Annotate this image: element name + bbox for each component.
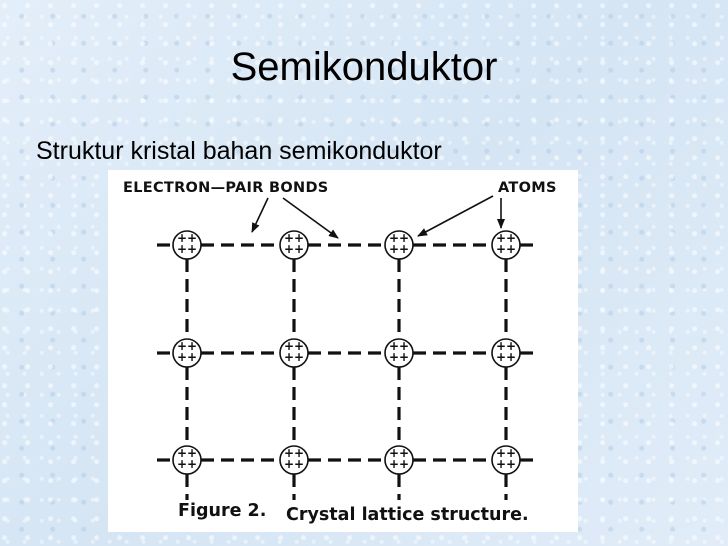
electron-pair-bonds-label: ELECTRON—PAIR BONDS	[123, 180, 329, 196]
atom-charge: +	[496, 457, 506, 471]
atom-charge: +	[284, 446, 294, 460]
bond-pointer-arrow	[282, 197, 339, 239]
atom-layer: ++++++++++++++++++++++++++++++++++++++++…	[172, 230, 521, 475]
atom-charge: +	[496, 242, 506, 256]
atom-charge: +	[177, 242, 187, 256]
atom-charge: +	[187, 339, 197, 353]
atom-charge: +	[284, 231, 294, 245]
atom: ++++	[384, 338, 414, 368]
atom: ++++	[172, 338, 202, 368]
atoms-label: ATOMS	[498, 180, 557, 196]
atom-charge: +	[177, 350, 187, 364]
atom-circle	[279, 445, 309, 475]
atom-charge: +	[187, 350, 197, 364]
atom-charge: +	[506, 339, 516, 353]
atom: ++++	[384, 445, 414, 475]
atom-charge: +	[294, 339, 304, 353]
atom-charge: +	[187, 446, 197, 460]
atom-charge: +	[506, 242, 516, 256]
bond-layer	[157, 243, 538, 500]
crystal-lattice-figure: ELECTRON—PAIR BONDS ATOMS ++++++++++++++…	[108, 170, 578, 532]
atom-charge: +	[294, 446, 304, 460]
atom-charge: +	[496, 446, 506, 460]
atom-charge: +	[177, 457, 187, 471]
atom-charge: +	[389, 350, 399, 364]
atom-charge: +	[187, 231, 197, 245]
atom: ++++	[491, 445, 521, 475]
atom-charge: +	[389, 446, 399, 460]
atom-charge: +	[389, 457, 399, 471]
atom-charge: +	[294, 457, 304, 471]
atom-circle	[384, 445, 414, 475]
atom-circle	[384, 230, 414, 260]
atom-charge: +	[177, 231, 187, 245]
atom: ++++	[491, 338, 521, 368]
atom-circle	[491, 338, 521, 368]
atom-charge: +	[399, 231, 409, 245]
atom-circle	[172, 230, 202, 260]
atom-charge: +	[496, 350, 506, 364]
atom-charge: +	[506, 457, 516, 471]
atom-charge: +	[294, 242, 304, 256]
atom-charge: +	[399, 446, 409, 460]
atom: ++++	[279, 338, 309, 368]
atom-pointer-arrow	[417, 195, 494, 237]
atom-charge: +	[389, 242, 399, 256]
crystal-lattice-diagram: ELECTRON—PAIR BONDS ATOMS ++++++++++++++…	[123, 180, 557, 525]
atom-charge: +	[496, 339, 506, 353]
atom-charge: +	[294, 231, 304, 245]
atom-charge: +	[389, 231, 399, 245]
atom-charge: +	[284, 350, 294, 364]
atom-circle	[384, 338, 414, 368]
slide-subtitle: Struktur kristal bahan semikonduktor	[36, 137, 442, 165]
atom-charge: +	[389, 339, 399, 353]
atom-charge: +	[506, 446, 516, 460]
figure-caption: Crystal lattice structure.	[286, 505, 529, 525]
atom-charge: +	[187, 457, 197, 471]
atom-charge: +	[399, 350, 409, 364]
atom-circle	[172, 445, 202, 475]
bond-pointer-arrow	[251, 197, 269, 233]
atom: ++++	[279, 230, 309, 260]
atom-circle	[279, 338, 309, 368]
atom-charge: +	[496, 231, 506, 245]
atom-charge: +	[284, 339, 294, 353]
atom-charge: +	[177, 339, 187, 353]
atom-charge: +	[284, 242, 294, 256]
atom-charge: +	[506, 350, 516, 364]
slide-title: Semikonduktor	[230, 45, 498, 89]
atom: ++++	[384, 230, 414, 260]
atom-charge: +	[177, 446, 187, 460]
atom-charge: +	[294, 350, 304, 364]
atom: ++++	[172, 445, 202, 475]
atom-charge: +	[506, 231, 516, 245]
atom-charge: +	[399, 339, 409, 353]
atom-charge: +	[399, 242, 409, 256]
atom-charge: +	[284, 457, 294, 471]
atom: ++++	[279, 445, 309, 475]
atom: ++++	[491, 230, 521, 260]
atom-circle	[491, 230, 521, 260]
atom-circle	[491, 445, 521, 475]
figure-number: Figure 2.	[178, 501, 266, 521]
atom-charge: +	[399, 457, 409, 471]
atom-circle	[279, 230, 309, 260]
atom-circle	[172, 338, 202, 368]
atom-charge: +	[187, 242, 197, 256]
atom: ++++	[172, 230, 202, 260]
